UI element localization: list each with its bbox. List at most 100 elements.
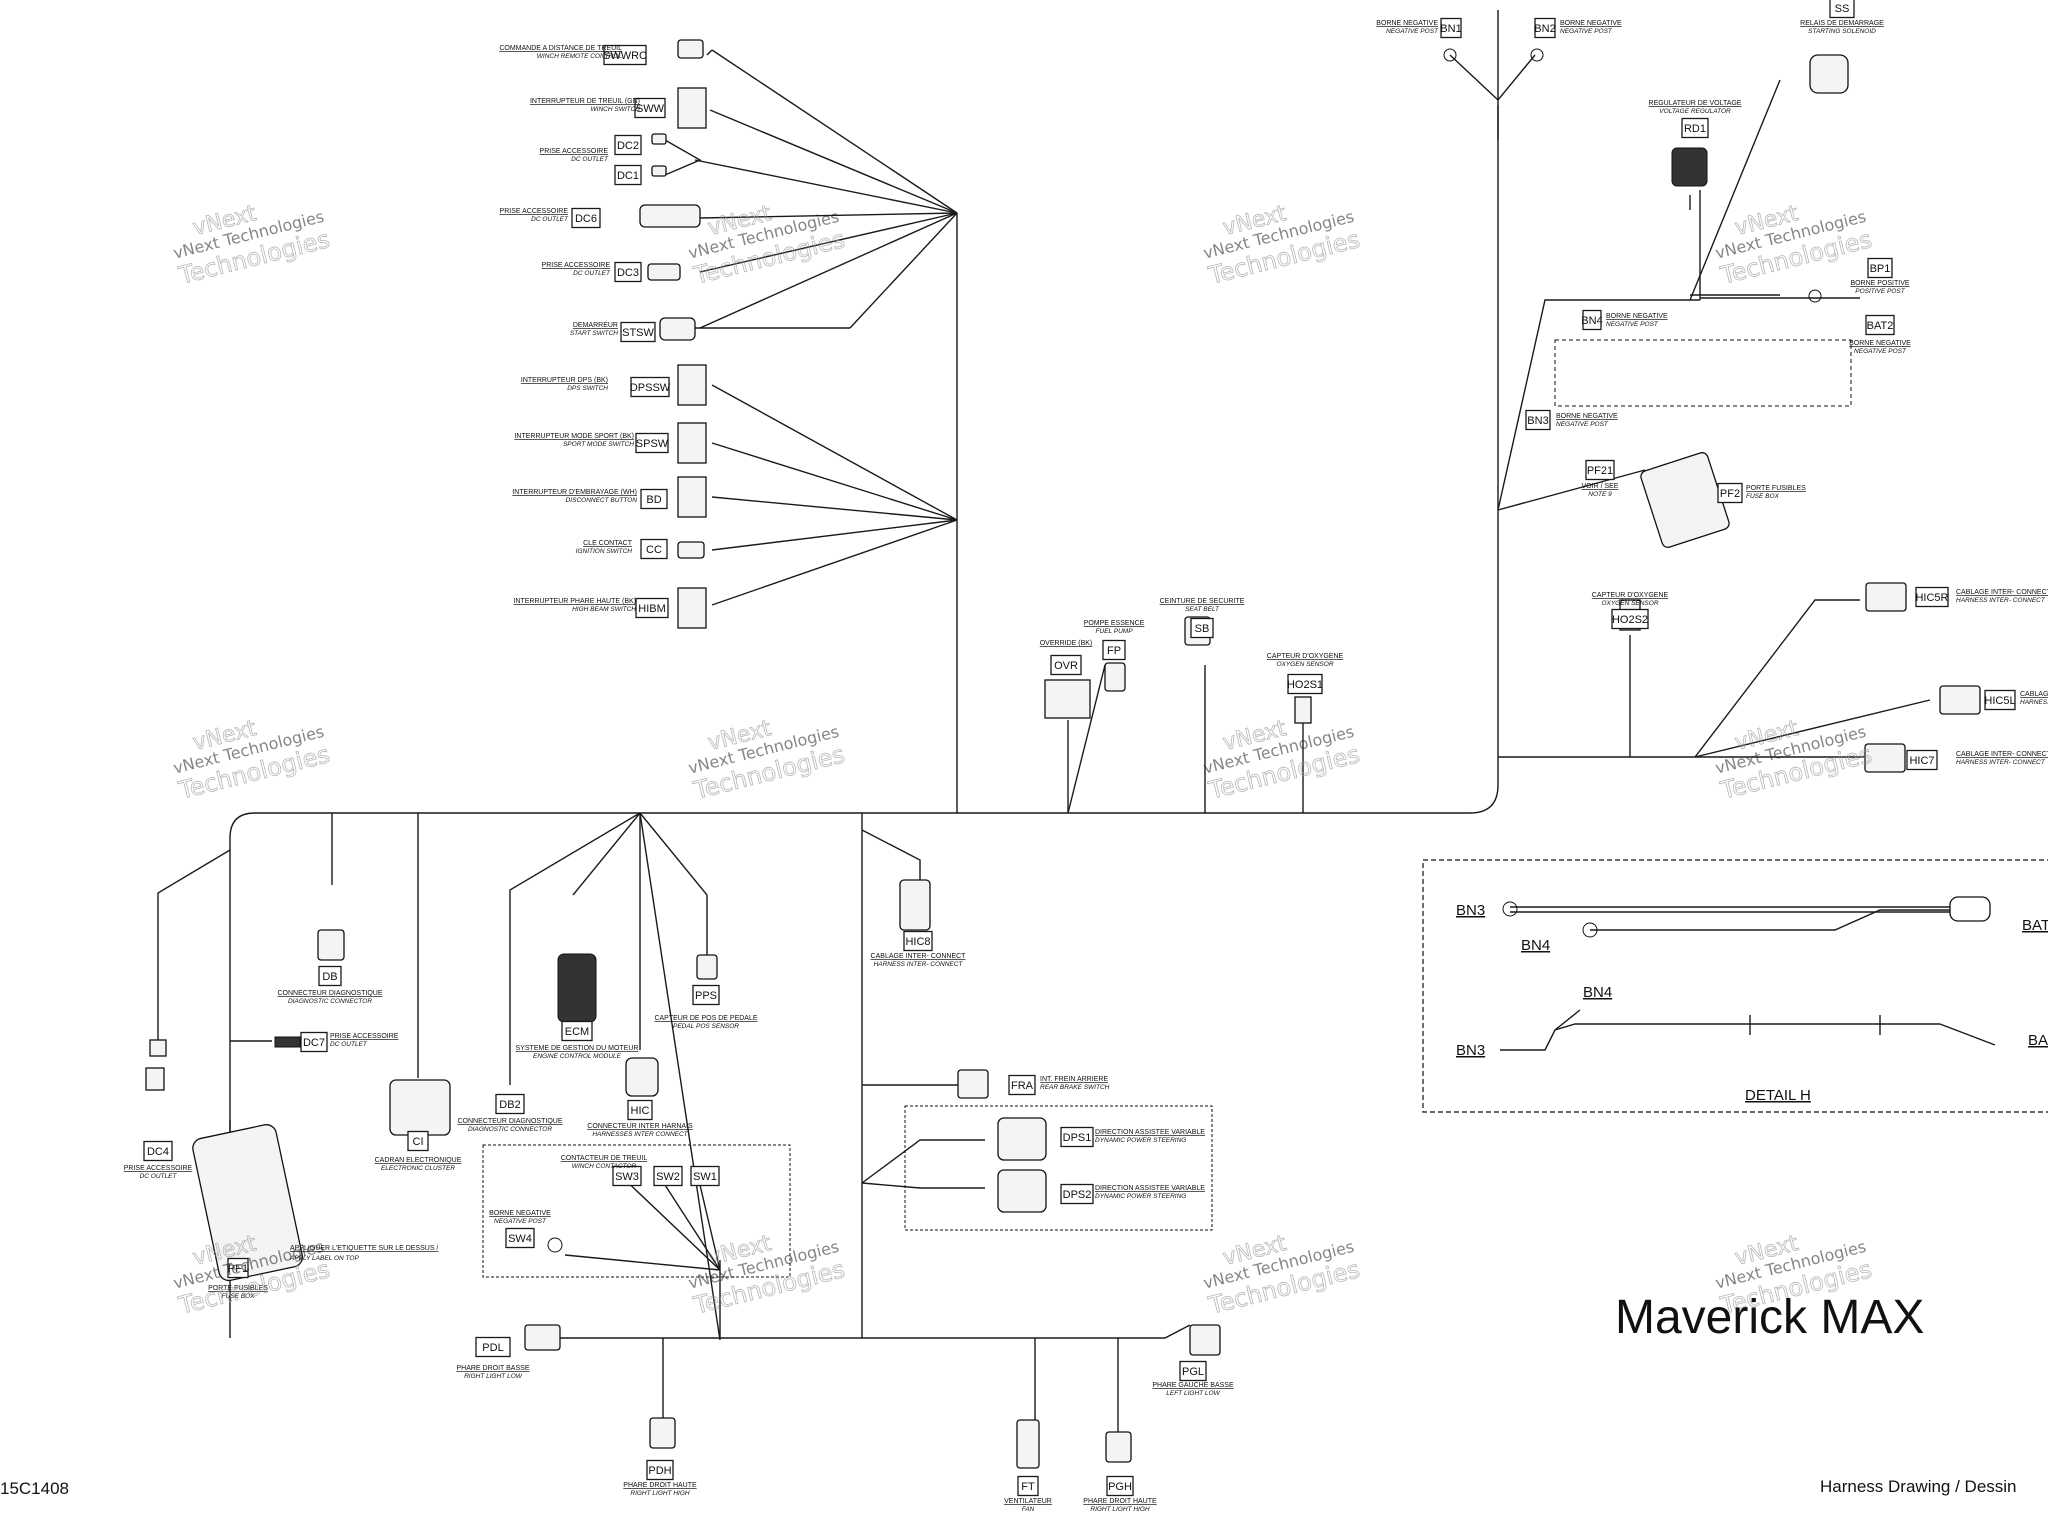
connector-label-en: HARNESSES INTER CONNECT <box>592 1131 688 1138</box>
connector-code: DPS2 <box>1063 1189 1092 1201</box>
document-number: 15C1408 <box>0 1479 70 1498</box>
connector-label-fr: INTERRUPTEUR D'EMBRAYAGE (WH) <box>512 489 637 496</box>
connector-code: HIC5R <box>1915 592 1948 604</box>
connector-code-box <box>505 1227 535 1249</box>
detail-h: BN3 BN4 BAT BN4 BN3 BA DETAIL H <box>1456 896 2048 1104</box>
connector-code: DC4 <box>147 1146 169 1158</box>
detail-bat-label: BAT <box>2022 917 2048 934</box>
connector-label-fr: DIRECTION ASSISTEE VARIABLE <box>1095 1185 1205 1192</box>
connector-label-en: ELECTRONIC CLUSTER <box>381 1165 455 1172</box>
connector-label-en: NOTE 9 <box>1588 491 1612 498</box>
connector-label-fr: CONNECTEUR INTER HARNAIS <box>587 1123 693 1130</box>
connector-code: DB <box>322 971 337 983</box>
connector-label-fr: COMMANDE A DISTANCE DE TREUIL <box>499 45 622 52</box>
connector-code: HIC <box>631 1105 650 1117</box>
connector-code-box <box>1534 17 1556 39</box>
connector-label-en: DPS SWITCH <box>567 385 608 392</box>
detail-bn3-label: BN3 <box>1456 902 1485 919</box>
connector-label-fr: VENTILATEUR <box>1004 1498 1052 1505</box>
connector-label-fr: PRISE ACCESSOIRE <box>540 148 609 155</box>
model-title: Maverick MAX <box>1615 1291 1925 1344</box>
wiring <box>157 10 1931 1440</box>
connector-code: HO2S2 <box>1612 614 1648 626</box>
connector-label-fr: POMPE ESSENCE <box>1084 620 1145 627</box>
connector-code: SW3 <box>615 1171 639 1183</box>
connector-code: BN1 <box>1440 23 1461 35</box>
detail-ba-label: BA <box>2028 1032 2048 1049</box>
connector-code: SB <box>1195 623 1210 635</box>
connector-code-box <box>143 1140 173 1162</box>
connector-label-en: NEGATIVE POST <box>494 1218 547 1225</box>
connector-label-en: FUEL PUMP <box>1095 628 1133 635</box>
connector-code: PDH <box>648 1465 671 1477</box>
connector-label-fr: BORNE NEGATIVE <box>489 1210 551 1217</box>
connector-code-box <box>1102 639 1126 661</box>
connector-code-box <box>1106 1475 1134 1497</box>
connector-code: RD1 <box>1684 123 1706 135</box>
connector-label-en: DC OUTLET <box>573 270 611 277</box>
connector-hic5l: HIC5LCABLAGEHARNESS <box>1984 689 2048 711</box>
dashed-groups <box>482 339 2048 1278</box>
connector-label-en: REAR BRAKE SWITCH <box>1040 1084 1110 1091</box>
connector-code: FP <box>1107 645 1121 657</box>
detail-bn4-label-2: BN4 <box>1583 984 1612 1001</box>
connector-code-box <box>630 376 670 398</box>
connector-label-en: NEGATIVE POST <box>1556 421 1609 428</box>
connector-code: SS <box>1835 3 1850 15</box>
connector-label-fr: BORNE NEGATIVE <box>1376 20 1438 27</box>
connector-label-fr: CLE CONTACT <box>583 540 633 547</box>
connector-code-box <box>495 1093 525 1115</box>
connector-code-box <box>646 1459 674 1481</box>
connector-label-fr: INTERRUPTEUR PHARE HAUTE (BK) <box>513 598 636 605</box>
connector-label-fr: PHARE GAUCHE BASSE <box>1152 1382 1234 1389</box>
connector-code-box <box>1984 689 2016 711</box>
connector-label-fr: PHARE DROIT HAUTE <box>623 1482 697 1489</box>
connector-label-en: DIAGNOSTIC CONNECTOR <box>468 1126 552 1133</box>
connector-label-en: RIGHT LIGHT HIGH <box>1090 1506 1150 1513</box>
connector-label-fr: BORNE NEGATIVE <box>1606 313 1668 320</box>
connector-label-fr: PORTE FUSIBLES <box>1746 485 1806 492</box>
connector-label-fr: BORNE POSITIVE <box>1850 280 1909 287</box>
connector-sw2: SW2 <box>653 1165 683 1187</box>
connector-code: PF2 <box>1720 488 1740 500</box>
connector-label-en: FAN <box>1022 1506 1035 1513</box>
connector-code-box <box>1865 314 1895 336</box>
connector-code-box <box>1008 1074 1036 1096</box>
note-label-top-en: APPLY LABEL ON TOP <box>289 1255 359 1262</box>
connector-code-box <box>640 488 668 510</box>
connector-code-box <box>300 1031 328 1053</box>
connector-code-box <box>571 207 601 229</box>
connector-code-box <box>903 930 933 952</box>
connector-label-en: NEGATIVE POST <box>1560 28 1613 35</box>
connector-code-box <box>1060 1183 1094 1205</box>
connector-code: DC7 <box>303 1037 325 1049</box>
connector-label-fr: CONNECTEUR DIAGNOSTIQUE <box>277 990 382 997</box>
connector-label-en: FUSE BOX <box>1746 493 1780 500</box>
connector-label-en: DISCONNECT BUTTON <box>566 497 638 504</box>
connector-label-en: HIGH BEAM SWITCH <box>572 606 636 613</box>
connector-code-box <box>1440 17 1462 39</box>
connector-code-box <box>1190 617 1214 639</box>
connector-label-en: WINCH REMOTE CONTROL <box>537 53 623 60</box>
connector-label-en: DC OUTLET <box>140 1173 178 1180</box>
